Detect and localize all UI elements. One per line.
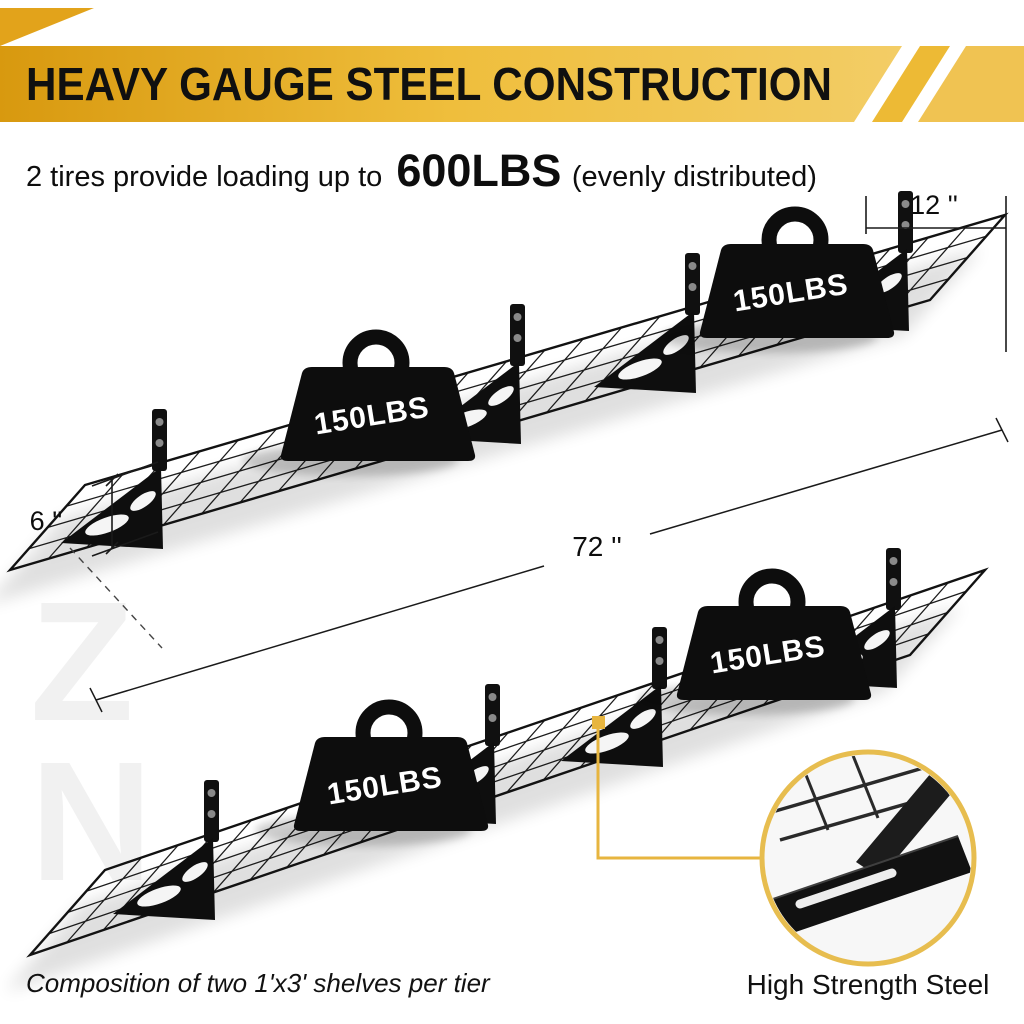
steel-flange [856, 760, 966, 878]
dimension-height-label: 6 '' [30, 506, 63, 536]
steel-slot [795, 868, 897, 909]
steel-arm [765, 836, 971, 938]
banner-chevron [918, 46, 1024, 122]
load-suffix: (evenly distributed) [572, 161, 817, 193]
load-capacity-line: 2 tires provide loading up to 600LBS (ev… [26, 145, 817, 196]
watermark: Z N [30, 567, 153, 917]
weight-150lbs-1 [242, 337, 475, 476]
dimension-length [89, 417, 1009, 713]
dimension-height [69, 461, 163, 649]
callout-connector [592, 716, 762, 860]
callout-detail [759, 749, 977, 967]
banner-stripe [872, 46, 950, 122]
dimension-depth-label: 12 '' [910, 190, 958, 220]
header-banner: HEAVY GAUGE STEEL CONSTRUCTION [0, 8, 1024, 122]
weight-150lbs-4 [638, 576, 871, 715]
composition-caption: Composition of two 1'x3' shelves per tie… [26, 968, 491, 998]
banner-bar [0, 46, 902, 122]
banner-title: HEAVY GAUGE STEEL CONSTRUCTION [26, 58, 832, 110]
dimension-length-label: 72 '' [572, 531, 622, 562]
banner-corner-triangle [0, 8, 94, 46]
load-prefix: 2 tires provide loading up to [26, 161, 390, 193]
callout-label: High Strength Steel [747, 969, 990, 1000]
weight-150lbs-3 [255, 707, 488, 846]
dimension-depth [865, 196, 1007, 352]
load-value: 600LBS [396, 145, 561, 196]
